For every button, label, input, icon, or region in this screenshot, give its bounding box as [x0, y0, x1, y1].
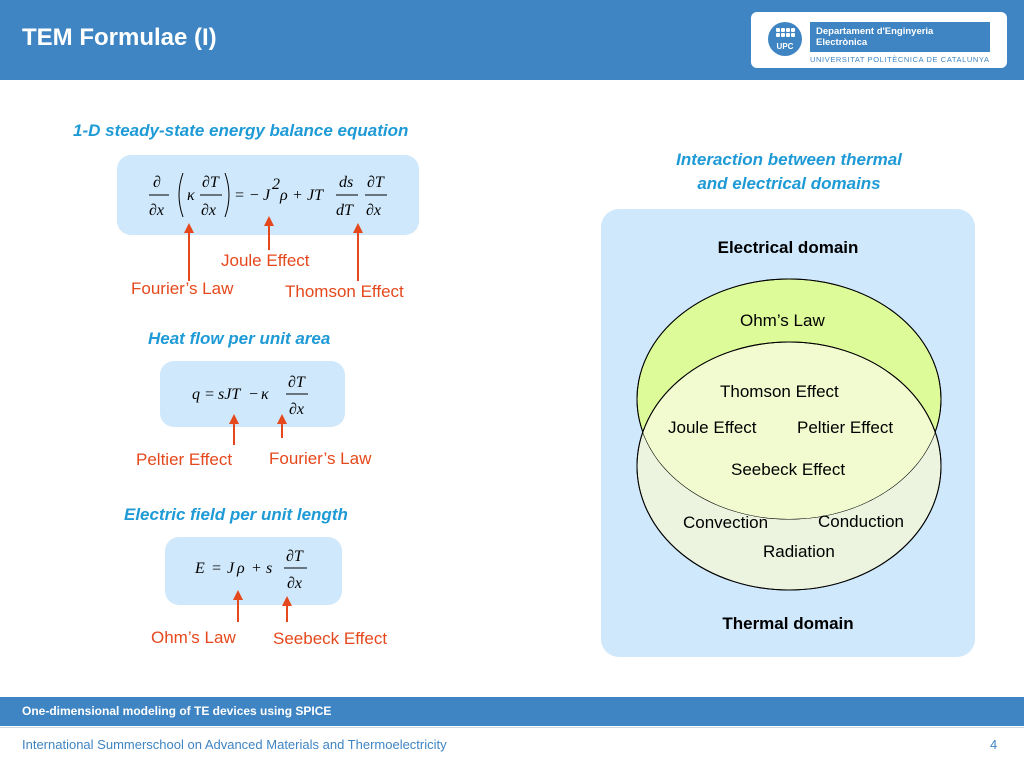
svg-text:κ: κ	[261, 386, 269, 403]
svg-text:∂x: ∂x	[287, 575, 302, 592]
venn-diagram	[636, 278, 942, 591]
logo-department: Departament d'Enginyeria Electrònica	[810, 22, 990, 52]
peltier-effect-venn: Peltier Effect	[797, 418, 894, 437]
electric-field-heading: Electric field per unit length	[124, 505, 348, 524]
fourier-law-label-2: Fourier’s Law	[269, 449, 372, 468]
logo-dept-line1: Departament d'Enginyeria	[816, 26, 934, 37]
upc-logo-icon	[768, 22, 802, 56]
joule-effect-venn: Joule Effect	[668, 418, 757, 437]
thomson-arrow	[352, 223, 364, 286]
seebeck-effect-venn: Seebeck Effect	[731, 460, 846, 479]
conduction-venn: Conduction	[818, 512, 905, 531]
svg-text:2: 2	[272, 176, 280, 193]
ohm-arrow	[232, 590, 244, 627]
thomson-effect-venn: Thomson Effect	[720, 382, 839, 401]
svg-text:E: E	[194, 560, 205, 577]
svg-text:J: J	[227, 560, 235, 577]
svg-text:+: +	[251, 560, 262, 577]
energy-balance-heading: 1-D steady-state energy balance equation	[73, 121, 409, 140]
footer-event-text: International Summerschool on Advanced M…	[22, 737, 447, 752]
fourier-law-label-1: Fourier’s Law	[131, 279, 234, 298]
svg-text:+: +	[292, 187, 303, 204]
logo-university-name: UNIVERSITAT POLITÈCNICA DE CATALUNYA	[810, 55, 990, 64]
page-number: 4	[990, 737, 998, 752]
joule-effect-label: Joule Effect	[221, 251, 310, 270]
svg-text:∂T: ∂T	[202, 174, 220, 191]
svg-text:= −: = −	[234, 187, 260, 204]
radiation-venn: Radiation	[763, 542, 835, 561]
svg-text:∂T: ∂T	[286, 548, 304, 565]
svg-text:∂x: ∂x	[366, 202, 381, 219]
svg-text:J: J	[263, 187, 271, 204]
svg-text:ρ: ρ	[279, 187, 288, 204]
heat-flow-equation-box: q = sJT − κ ∂T ∂x	[160, 361, 345, 427]
svg-text:q: q	[192, 386, 200, 403]
footer-divider	[0, 727, 1024, 728]
logo-dept-line2: Electrònica	[816, 37, 868, 48]
joule-arrow	[263, 216, 275, 255]
svg-text:ρ: ρ	[236, 560, 245, 577]
electric-field-equation-box: E = J ρ + s ∂T ∂x	[165, 537, 342, 605]
ohm-law-label: Ohm’s Law	[151, 628, 236, 647]
thomson-effect-label: Thomson Effect	[285, 282, 404, 301]
ohm-law-venn: Ohm’s Law	[740, 311, 825, 330]
footer-band-text: One-dimensional modeling of TE devices u…	[22, 704, 332, 718]
svg-text:κ: κ	[187, 187, 195, 204]
svg-text:∂T: ∂T	[288, 374, 306, 391]
svg-text:JT: JT	[307, 187, 324, 204]
fourier-arrow-2	[276, 414, 288, 443]
footer-band	[0, 697, 1024, 726]
interaction-heading-line1: Interaction between thermal	[676, 150, 902, 169]
svg-text:∂x: ∂x	[201, 202, 216, 219]
svg-text:s: s	[266, 560, 272, 577]
seebeck-effect-label: Seebeck Effect	[273, 629, 388, 648]
heat-flow-equation: q = sJT − κ ∂T ∂x	[192, 374, 308, 418]
svg-text:∂T: ∂T	[367, 174, 385, 191]
electric-field-equation: E = J ρ + s ∂T ∂x	[194, 548, 307, 592]
svg-text:dT: dT	[336, 202, 354, 219]
energy-balance-equation: ∂ ∂x κ ∂T ∂x = − J 2 ρ + JT ds dT ∂T ∂x	[149, 172, 387, 219]
logo-mark-text: UPC	[776, 42, 794, 51]
peltier-arrow	[228, 414, 240, 450]
svg-text:=: =	[204, 386, 215, 403]
svg-text:ds: ds	[339, 174, 353, 191]
interaction-heading-line2: and electrical domains	[697, 174, 881, 193]
convection-venn: Convection	[683, 513, 769, 532]
fourier-arrow-1	[183, 223, 195, 286]
peltier-effect-label: Peltier Effect	[136, 450, 233, 469]
electrical-domain-label: Electrical domain	[717, 238, 859, 257]
heat-flow-heading: Heat flow per unit area	[148, 329, 331, 348]
svg-text:−: −	[248, 386, 259, 403]
svg-text:=: =	[211, 560, 222, 577]
thermal-domain-label: Thermal domain	[722, 614, 854, 633]
seebeck-arrow	[281, 596, 293, 627]
svg-text:∂x: ∂x	[289, 401, 304, 418]
slide-title: TEM Formulae (I)	[22, 24, 217, 51]
svg-text:sJT: sJT	[218, 386, 241, 403]
svg-text:∂x: ∂x	[149, 202, 164, 219]
svg-text:∂: ∂	[153, 174, 161, 191]
